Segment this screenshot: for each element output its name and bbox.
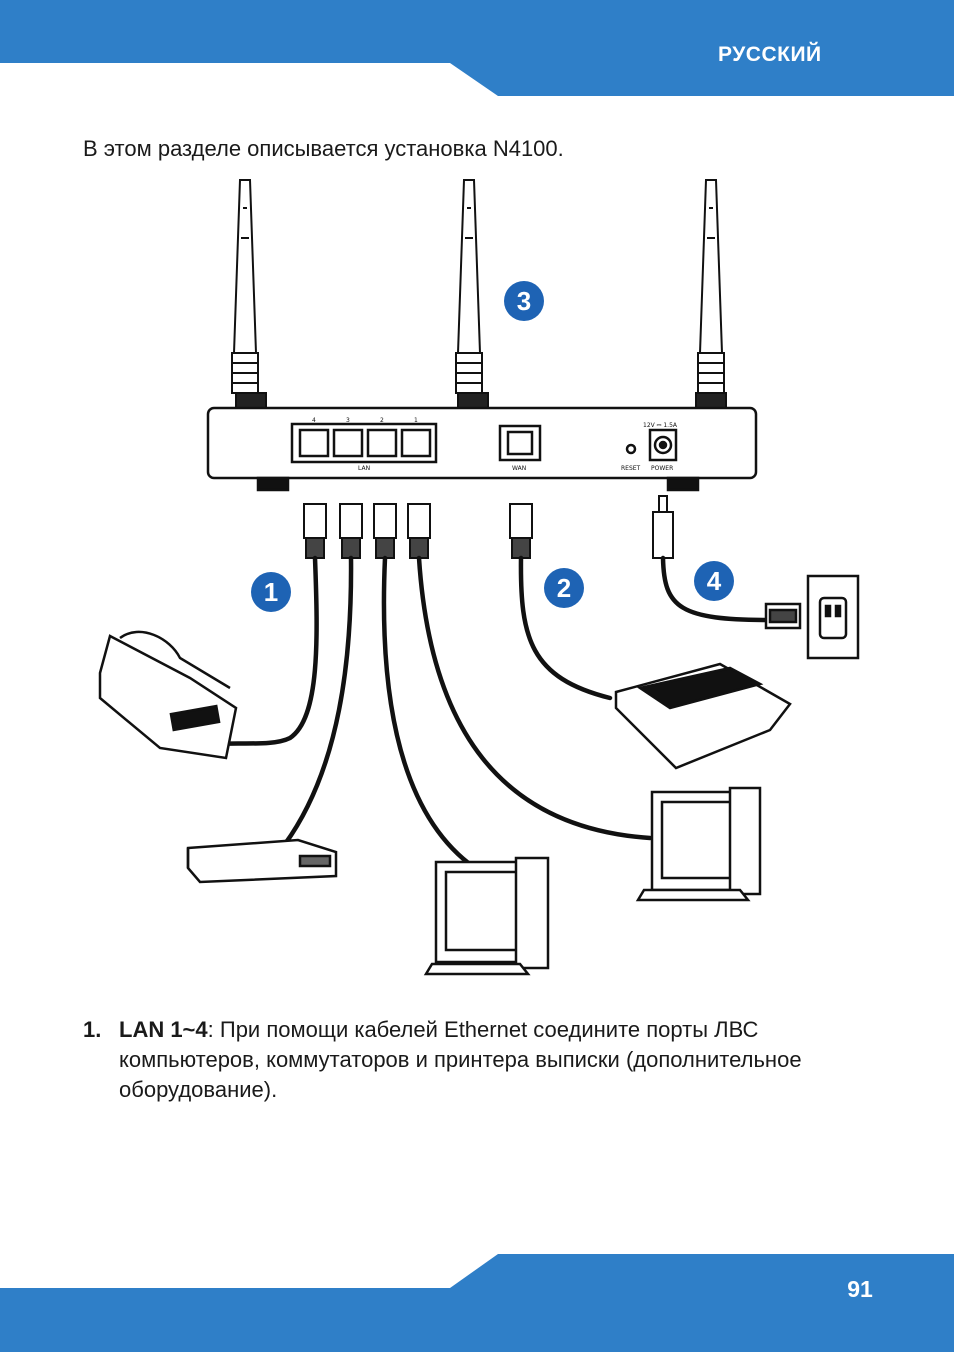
- receipt-printer: [98, 630, 238, 760]
- intro-text: В этом разделе описывается установка N41…: [83, 136, 564, 161]
- footer-band: [0, 1254, 954, 1352]
- callout-3: 3: [504, 281, 544, 321]
- step-text: : При помощи кабелей Ethernet соедините …: [119, 1017, 802, 1102]
- callout-2: 2: [544, 568, 584, 608]
- ethernet-cables: [197, 555, 773, 871]
- power-label: POWER: [651, 465, 673, 472]
- desktop-computer-center: [423, 856, 550, 976]
- installation-diagram: 4 3 2 1 LAN WAN RESET 12V ⎓ 1.5A POWER: [98, 179, 860, 976]
- header-band: [0, 0, 954, 96]
- callout-1: 1: [251, 572, 291, 612]
- callout-3-number: 3: [517, 286, 531, 316]
- step-number: 1.: [83, 1017, 102, 1042]
- wan-label: WAN: [512, 465, 526, 472]
- reset-label: RESET: [621, 465, 641, 472]
- router-back-panel: [206, 406, 758, 492]
- network-switch: [186, 838, 338, 884]
- language-label: РУССКИЙ: [718, 43, 822, 66]
- lan-port-number: 2: [380, 417, 384, 424]
- callout-2-number: 2: [557, 573, 571, 603]
- callout-1-number: 1: [264, 577, 278, 607]
- step-item: 1. LAN 1~4: При помощи кабелей Ethernet …: [83, 1015, 873, 1105]
- broadband-modem: [614, 662, 792, 770]
- lan-port-number: 4: [312, 417, 316, 424]
- callout-4-number: 4: [707, 566, 722, 596]
- wall-outlet: [764, 574, 860, 660]
- power-plug: [652, 495, 674, 559]
- lan-port-number: 1: [414, 417, 418, 424]
- step-term: LAN 1~4: [119, 1017, 208, 1042]
- desktop-computer-right: [635, 786, 762, 902]
- page-number: 91: [847, 1276, 873, 1302]
- lan-port-number: 3: [346, 417, 350, 424]
- power-rating-label: 12V ⎓ 1.5A: [643, 422, 678, 429]
- lan-label: LAN: [358, 465, 370, 472]
- installation-steps: 1. LAN 1~4: При помощи кабелей Ethernet …: [83, 1015, 873, 1105]
- callout-4: 4: [694, 561, 734, 601]
- rj45-connectors: [303, 503, 533, 559]
